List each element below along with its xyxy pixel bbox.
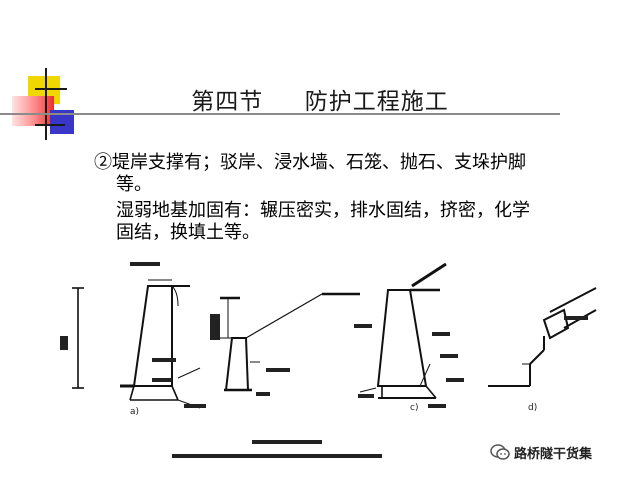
diagram-d	[488, 287, 597, 387]
diagram-label-c: c)	[410, 403, 418, 413]
paragraph-1-line-2: 等。	[116, 174, 152, 195]
slide-body: ②堤岸支撑有；驳岸、浸水墙、石笼、抛石、支垛护脚 等。 湿弱地基加固有：辗压密实…	[94, 152, 614, 244]
deco-horizontal-line-top	[35, 88, 67, 90]
paragraph-1-line-1: ②堤岸支撑有；驳岸、浸水墙、石笼、抛石、支垛护脚	[94, 152, 526, 173]
diagram-label-a: a)	[130, 407, 139, 417]
diagram-c	[359, 262, 447, 399]
slide-title: 第四节 防护工程施工	[191, 89, 449, 115]
title-underline	[0, 113, 560, 115]
deco-red-square	[12, 96, 54, 126]
deco-vertical-line	[45, 68, 47, 140]
paragraph-2-line-1: 湿弱地基加固有：辗压密实，排水固结，挤密，化学	[116, 200, 530, 221]
diagram-label-d: d)	[528, 403, 537, 413]
diagram-b	[220, 292, 360, 392]
diagram-a	[72, 279, 201, 409]
deco-horizontal-line-bottom	[35, 124, 65, 126]
watermark: 路桥隧干货集	[490, 440, 592, 464]
paragraph-2-line-2: 固结，换填土等。	[116, 222, 260, 243]
retaining-wall-diagram: a) c) d)	[60, 262, 597, 458]
wechat-icon	[490, 444, 510, 460]
watermark-text: 路桥隧干货集	[514, 446, 593, 462]
